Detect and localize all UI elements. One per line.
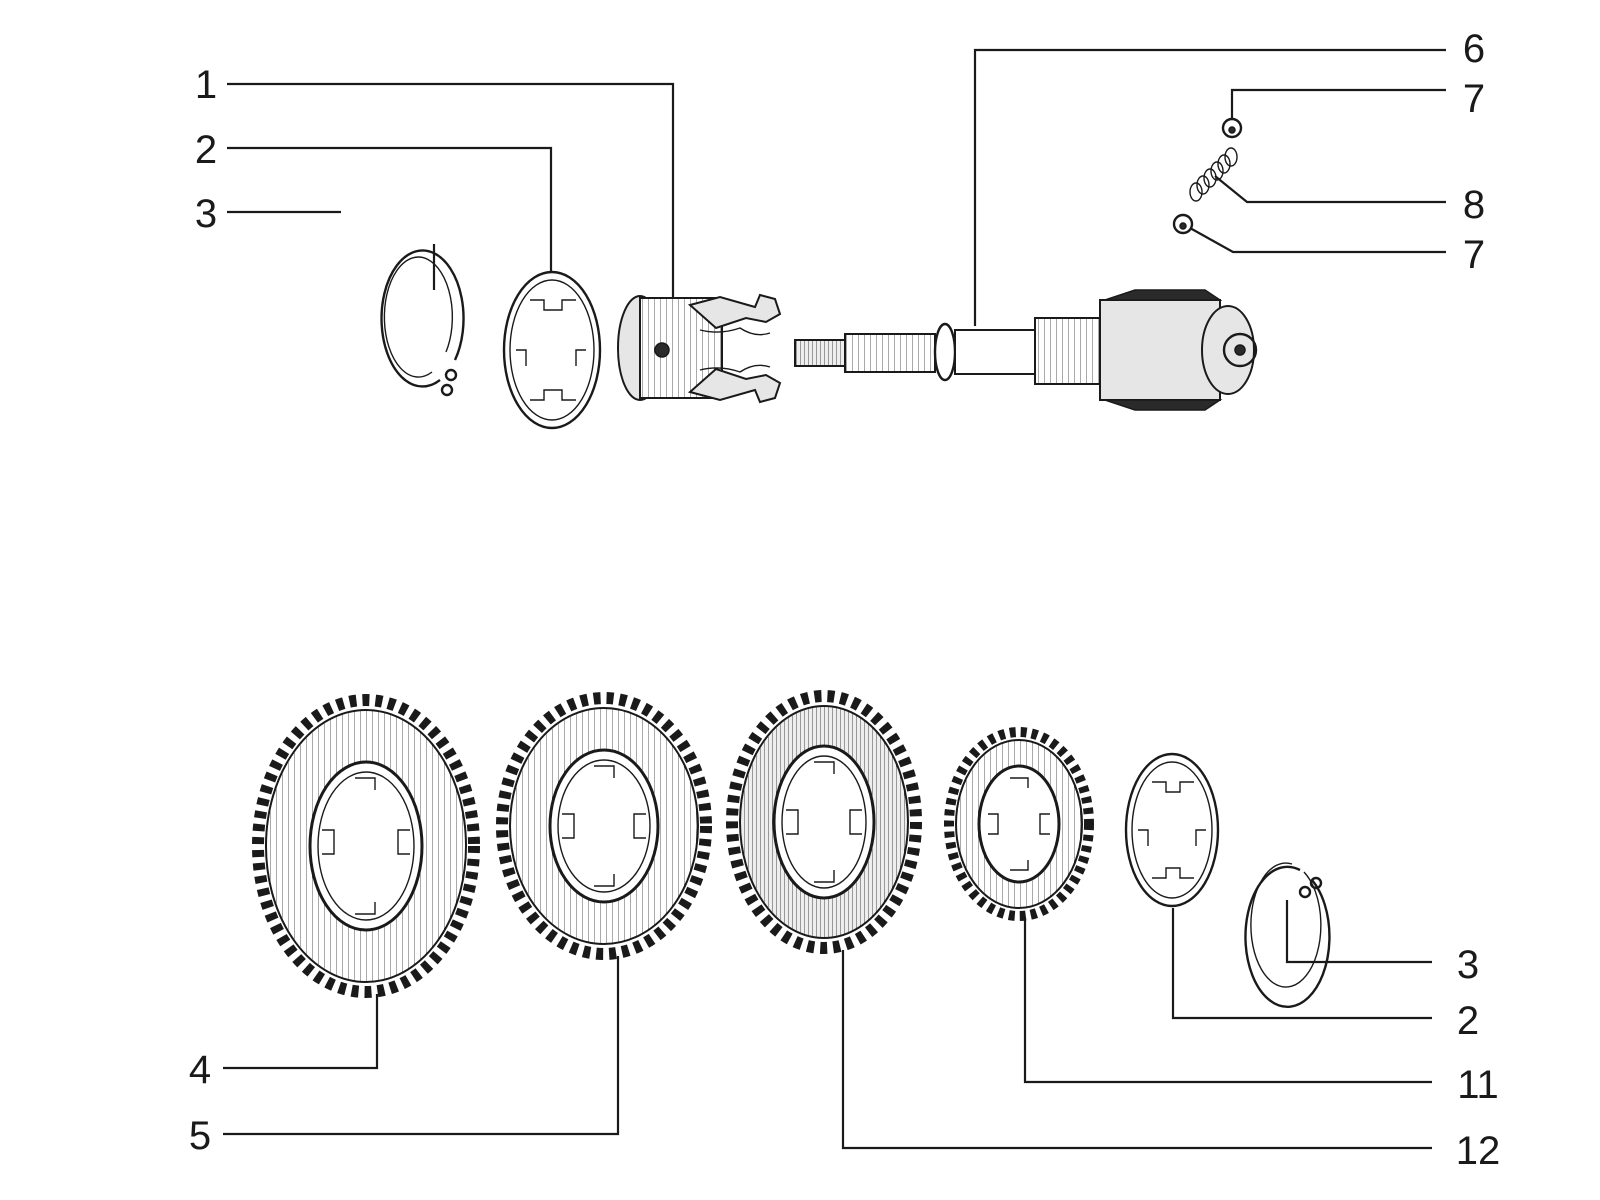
- callout-7-upper: 7: [1463, 77, 1485, 121]
- circlip-part: [380, 249, 465, 397]
- callout-1: 1: [195, 63, 217, 107]
- lock-washer-part: [502, 270, 602, 430]
- leader-line-5: [223, 956, 620, 1136]
- callout-3-bottom: 3: [1457, 943, 1479, 987]
- callout-numbers: 1 2 3 6 7 8 7 4 5 3 2 11 12: [189, 27, 1500, 1173]
- callout-6: 6: [1463, 27, 1485, 71]
- callout-5: 5: [189, 1114, 211, 1158]
- leader-line-1: [227, 82, 675, 298]
- leader-line-2-bottom: [1171, 908, 1432, 1020]
- callout-3-top: 3: [195, 192, 217, 236]
- callout-12: 12: [1456, 1129, 1501, 1173]
- callout-4: 4: [189, 1048, 211, 1092]
- lock-washer-part-bottom: [1124, 752, 1220, 908]
- leader-line-12: [841, 950, 1432, 1150]
- leader-line-4: [223, 994, 379, 1070]
- leader-line-6: [973, 48, 1446, 326]
- gear-part-4: [252, 694, 480, 998]
- gear-part-11: [944, 727, 1094, 921]
- callout-2-top: 2: [195, 128, 217, 172]
- gear-part-12: [726, 690, 922, 954]
- circlip-part-bottom: [1244, 862, 1331, 1008]
- detent-spring-part: [1189, 147, 1238, 202]
- leader-line-7-upper: [1230, 88, 1446, 120]
- callout-11: 11: [1457, 1063, 1499, 1107]
- leader-line-8: [1214, 175, 1446, 204]
- top-leader-lines: [227, 48, 1446, 326]
- callout-2-bottom: 2: [1457, 999, 1479, 1043]
- main-shaft-part: [794, 289, 1258, 411]
- callout-7-lower: 7: [1463, 233, 1485, 277]
- bottom-leader-lines: [223, 900, 1432, 1150]
- leader-line-2-top: [227, 146, 553, 272]
- detent-ball-part-lower: [1172, 213, 1194, 235]
- leader-line-7-lower: [1189, 227, 1446, 254]
- sliding-sleeve-part: [617, 293, 782, 404]
- callout-8: 8: [1463, 183, 1485, 227]
- detent-ball-part-upper: [1221, 117, 1243, 139]
- gear-part-5: [496, 692, 712, 960]
- leader-line-11: [1023, 918, 1432, 1084]
- leader-line-3-bottom: [1285, 900, 1432, 964]
